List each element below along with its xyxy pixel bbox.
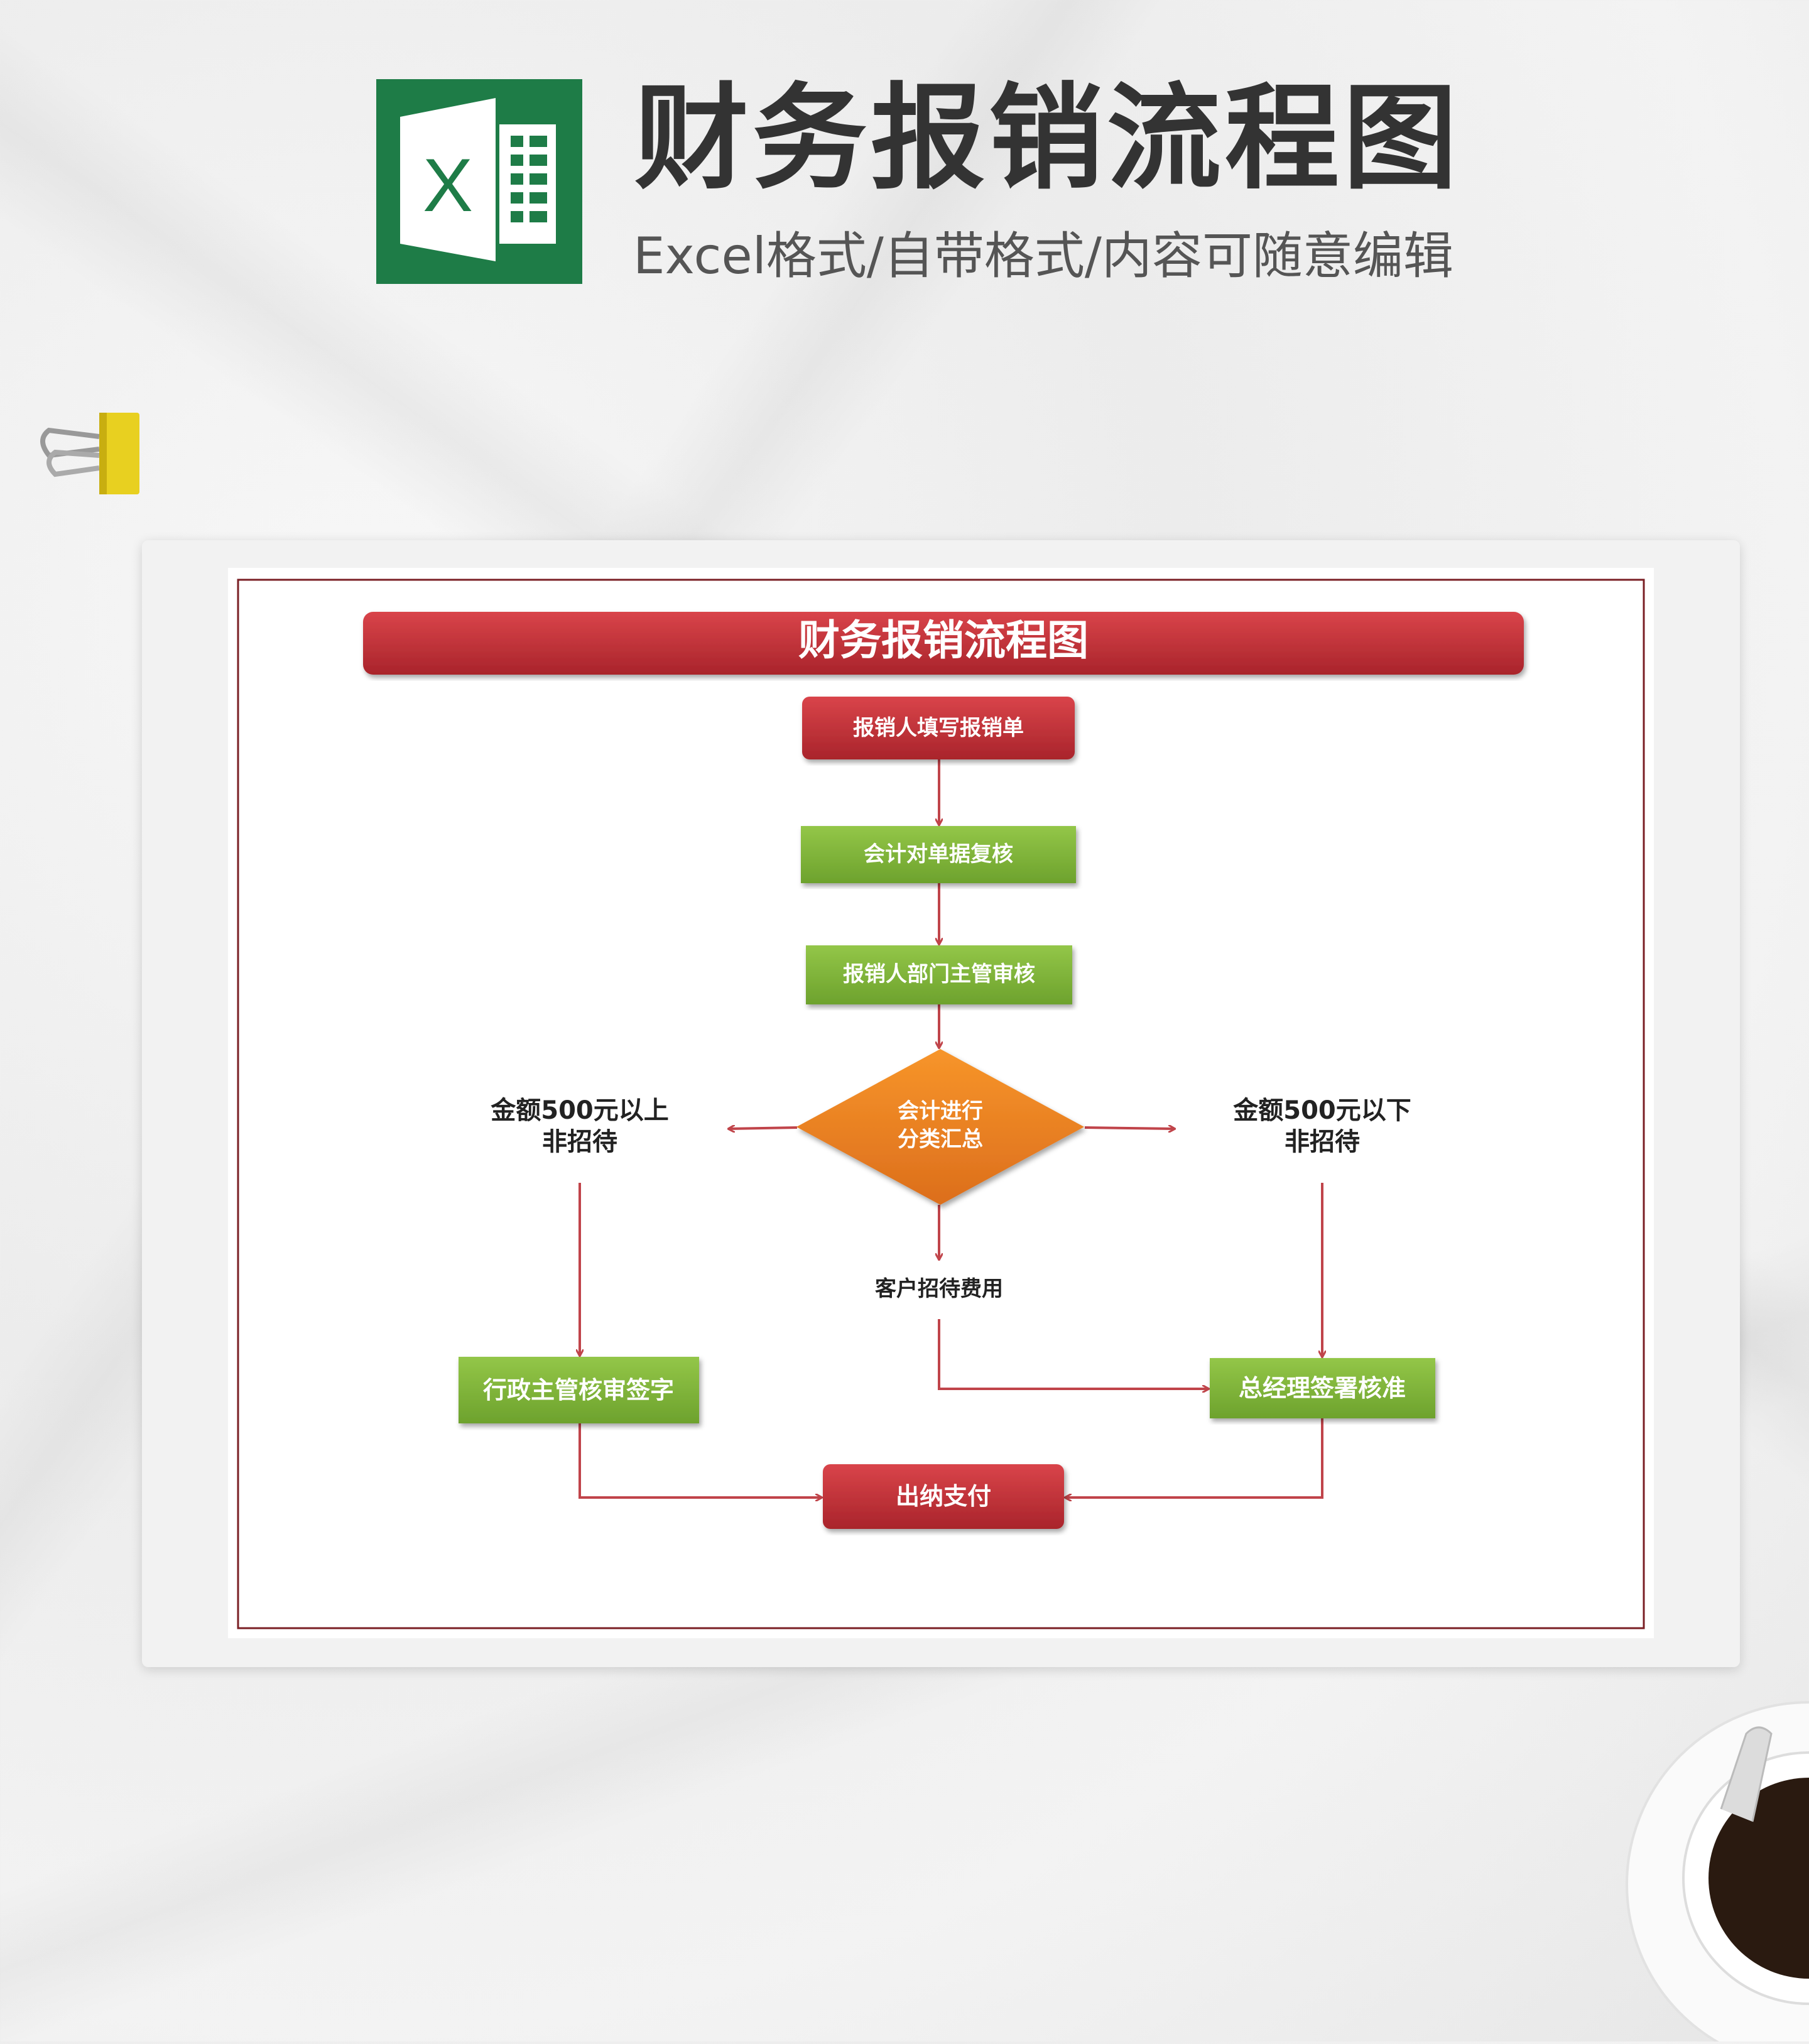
arrow-middle-gm — [938, 1319, 1209, 1389]
page-title: 财务报销流程图 — [634, 72, 1461, 205]
svg-text:会计对单据复核: 会计对单据复核 — [864, 842, 1013, 867]
svg-text:X: X — [423, 143, 473, 227]
chart-title-bar: 财务报销流程图 — [363, 612, 1524, 675]
right-branch-label: 金额500元以下 — [1232, 1096, 1411, 1125]
svg-text:报销人部门主管审核: 报销人部门主管审核 — [843, 962, 1035, 987]
sheet-border — [237, 579, 1645, 1629]
left-branch-label-2: 非招待 — [542, 1128, 617, 1156]
decision-classify: 会计进行 分类汇总 — [796, 1049, 1084, 1205]
step-payment: 出纳支付 — [823, 1464, 1064, 1529]
connectors — [580, 759, 1322, 1498]
svg-text:报销人填写报销单: 报销人填写报销单 — [853, 715, 1024, 741]
step-accountant-review: 会计对单据复核 — [801, 826, 1076, 883]
step-fill-form: 报销人填写报销单 — [802, 697, 1075, 759]
binder-clip-icon — [36, 411, 143, 499]
excel-logo-icon: X — [376, 79, 582, 284]
page-subtitle: Excel格式/自带格式/内容可随意编辑 — [633, 227, 1453, 285]
svg-text:出纳支付: 出纳支付 — [896, 1482, 991, 1510]
arrow-decision-left — [729, 1128, 798, 1129]
left-branch-label: 金额500元以上 — [490, 1096, 669, 1125]
svg-text:会计进行: 会计进行 — [898, 1099, 983, 1124]
coffee-cup-icon — [1621, 1671, 1809, 2044]
branch-labels: 金额500元以上 非招待 金额500元以下 非招待 客户招待费用 — [490, 1096, 1411, 1302]
svg-text:总经理签署核准: 总经理签署核准 — [1239, 1374, 1406, 1402]
svg-text:财务报销流程图: 财务报销流程图 — [798, 616, 1089, 665]
step-gm-approval: 总经理签署核准 — [1210, 1358, 1435, 1418]
svg-text:行政主管核审签字: 行政主管核审签字 — [483, 1376, 674, 1404]
arrow-gm-payment — [1065, 1418, 1323, 1498]
middle-branch-label: 客户招待费用 — [875, 1276, 1003, 1302]
svg-text:分类汇总: 分类汇总 — [898, 1127, 983, 1152]
arrow-admin-payment — [579, 1423, 822, 1498]
right-branch-label-2: 非招待 — [1285, 1128, 1360, 1156]
arrow-decision-right — [1084, 1128, 1175, 1129]
step-dept-manager-review: 报销人部门主管审核 — [806, 945, 1072, 1004]
step-admin-sign: 行政主管核审签字 — [459, 1357, 699, 1423]
